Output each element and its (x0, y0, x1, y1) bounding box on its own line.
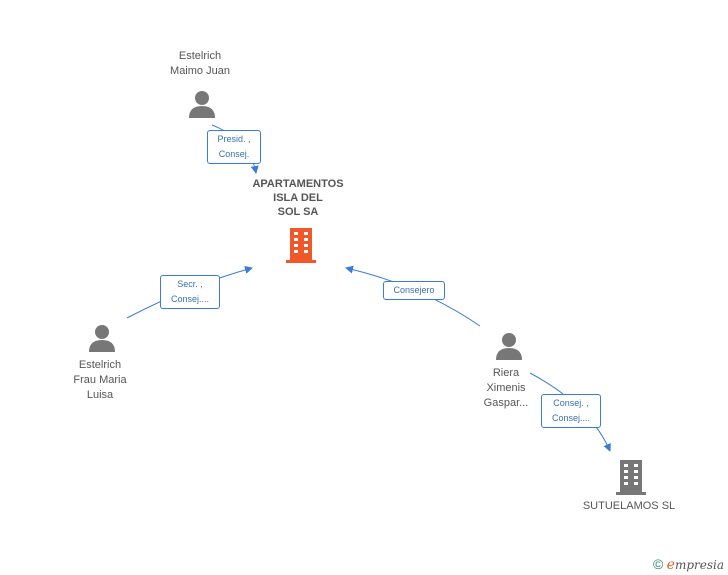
person-label-riera[interactable]: Riera Ximenis Gaspar... (483, 367, 529, 409)
brand-e: e (666, 557, 675, 573)
building-icon[interactable] (285, 227, 317, 263)
person-label-maimo[interactable]: Estelrich Maimo Juan (170, 50, 230, 77)
edge-label-riera-apartamentos[interactable]: Consejero (383, 281, 445, 300)
brand-logo: © empresia (653, 556, 724, 573)
edge-label-riera-sutuelamos[interactable]: Consej. , Consej.... (541, 394, 601, 428)
person-icon[interactable] (87, 323, 117, 353)
brand-name: mpresia (674, 558, 724, 572)
person-icon[interactable] (187, 89, 217, 119)
building-icon[interactable] (615, 459, 647, 495)
company-label-apartamentos[interactable]: APARTAMENTOS ISLA DEL SOL SA (252, 178, 344, 218)
copyright-icon: © (652, 556, 664, 572)
edge-label-maimo[interactable]: Presid. , Consej. (207, 130, 261, 164)
person-icon[interactable] (494, 331, 524, 361)
person-label-frau[interactable]: Estelrich Frau Maria Luisa (73, 359, 127, 401)
company-label-sutuelamos[interactable]: SUTUELAMOS SL (582, 500, 676, 512)
edge-label-frau[interactable]: Secr. , Consej.... (160, 275, 220, 309)
